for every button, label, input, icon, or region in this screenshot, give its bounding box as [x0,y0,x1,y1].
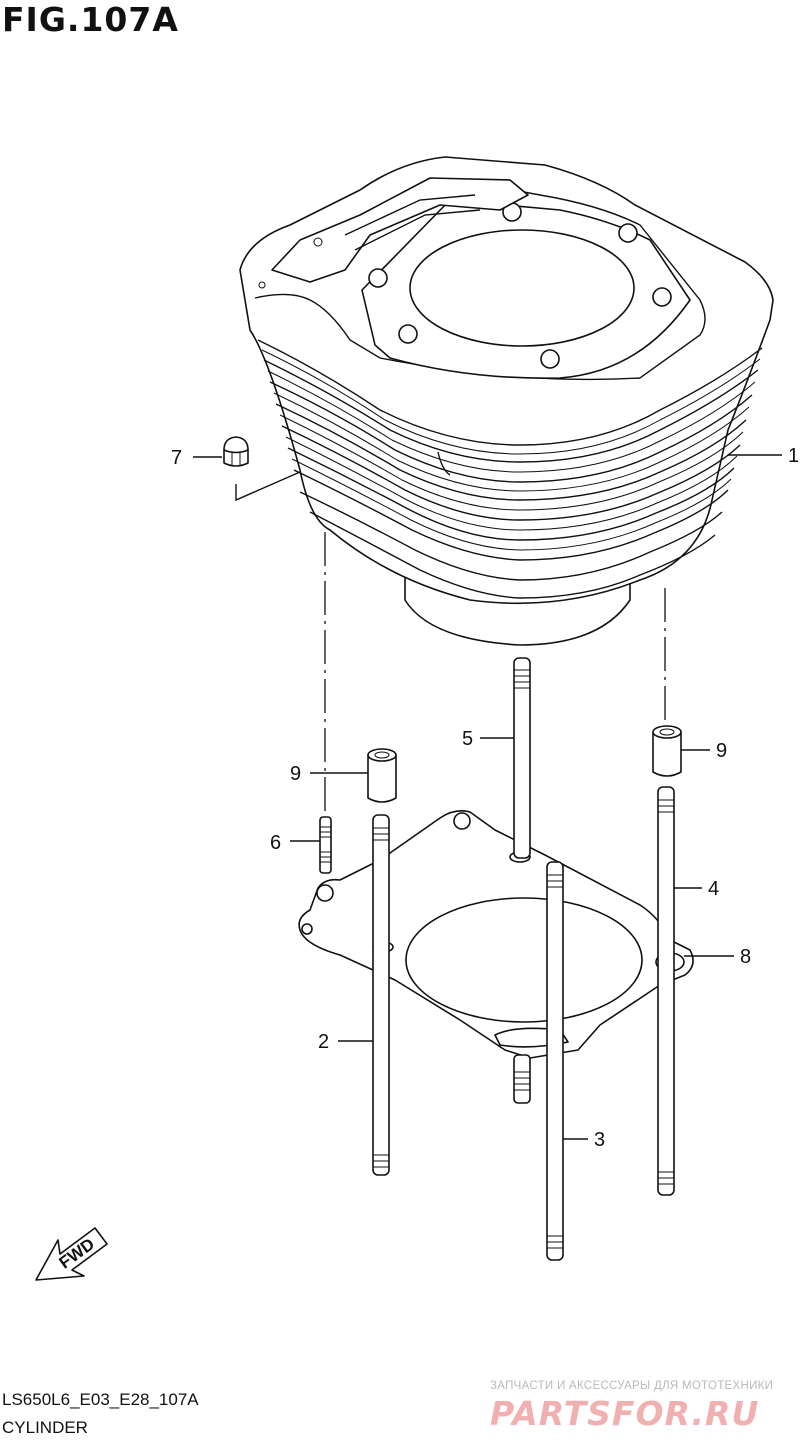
figure-title: FIG.107A [2,0,179,39]
callout-9-right: 9 [716,740,727,762]
diagram-name: CYLINDER [2,1418,88,1437]
cap-nut-leader [235,471,301,502]
stud-bolt-2-part[interactable] [372,814,390,1176]
watermark-logo: PARTSFOR.RU [490,1394,760,1433]
callout-6: 6 [270,832,281,854]
callout-2: 2 [318,1031,329,1053]
small-stud-part[interactable] [319,816,332,874]
callout-9-left: 9 [290,763,301,785]
leader-lines [193,454,782,1140]
watermark-subtitle: ЗАПЧАСТИ И АКСЕССУАРЫ ДЛЯ МОТОТЕХНИКИ [490,1380,774,1392]
dowel-pin-left-part[interactable] [367,748,397,803]
cylinder-gasket-part[interactable] [298,810,694,1059]
diagram-code: LS650L6_E03_E28_107A [2,1390,199,1409]
stud-bolt-4-part[interactable] [657,786,675,1196]
callout-3: 3 [594,1129,605,1151]
callout-5: 5 [462,728,473,750]
dowel-pin-right-part[interactable] [652,725,682,777]
stud-bolt-5-part[interactable] [513,657,531,1104]
cap-nut-part[interactable] [223,436,249,467]
callout-4: 4 [708,878,719,900]
callout-1: 1 [788,445,799,467]
callout-7: 7 [171,447,182,469]
fwd-direction-arrow: FWD [35,1227,108,1281]
stud-bolt-3-part[interactable] [546,861,564,1261]
cylinder-part[interactable] [239,156,774,646]
callout-8: 8 [740,946,751,968]
